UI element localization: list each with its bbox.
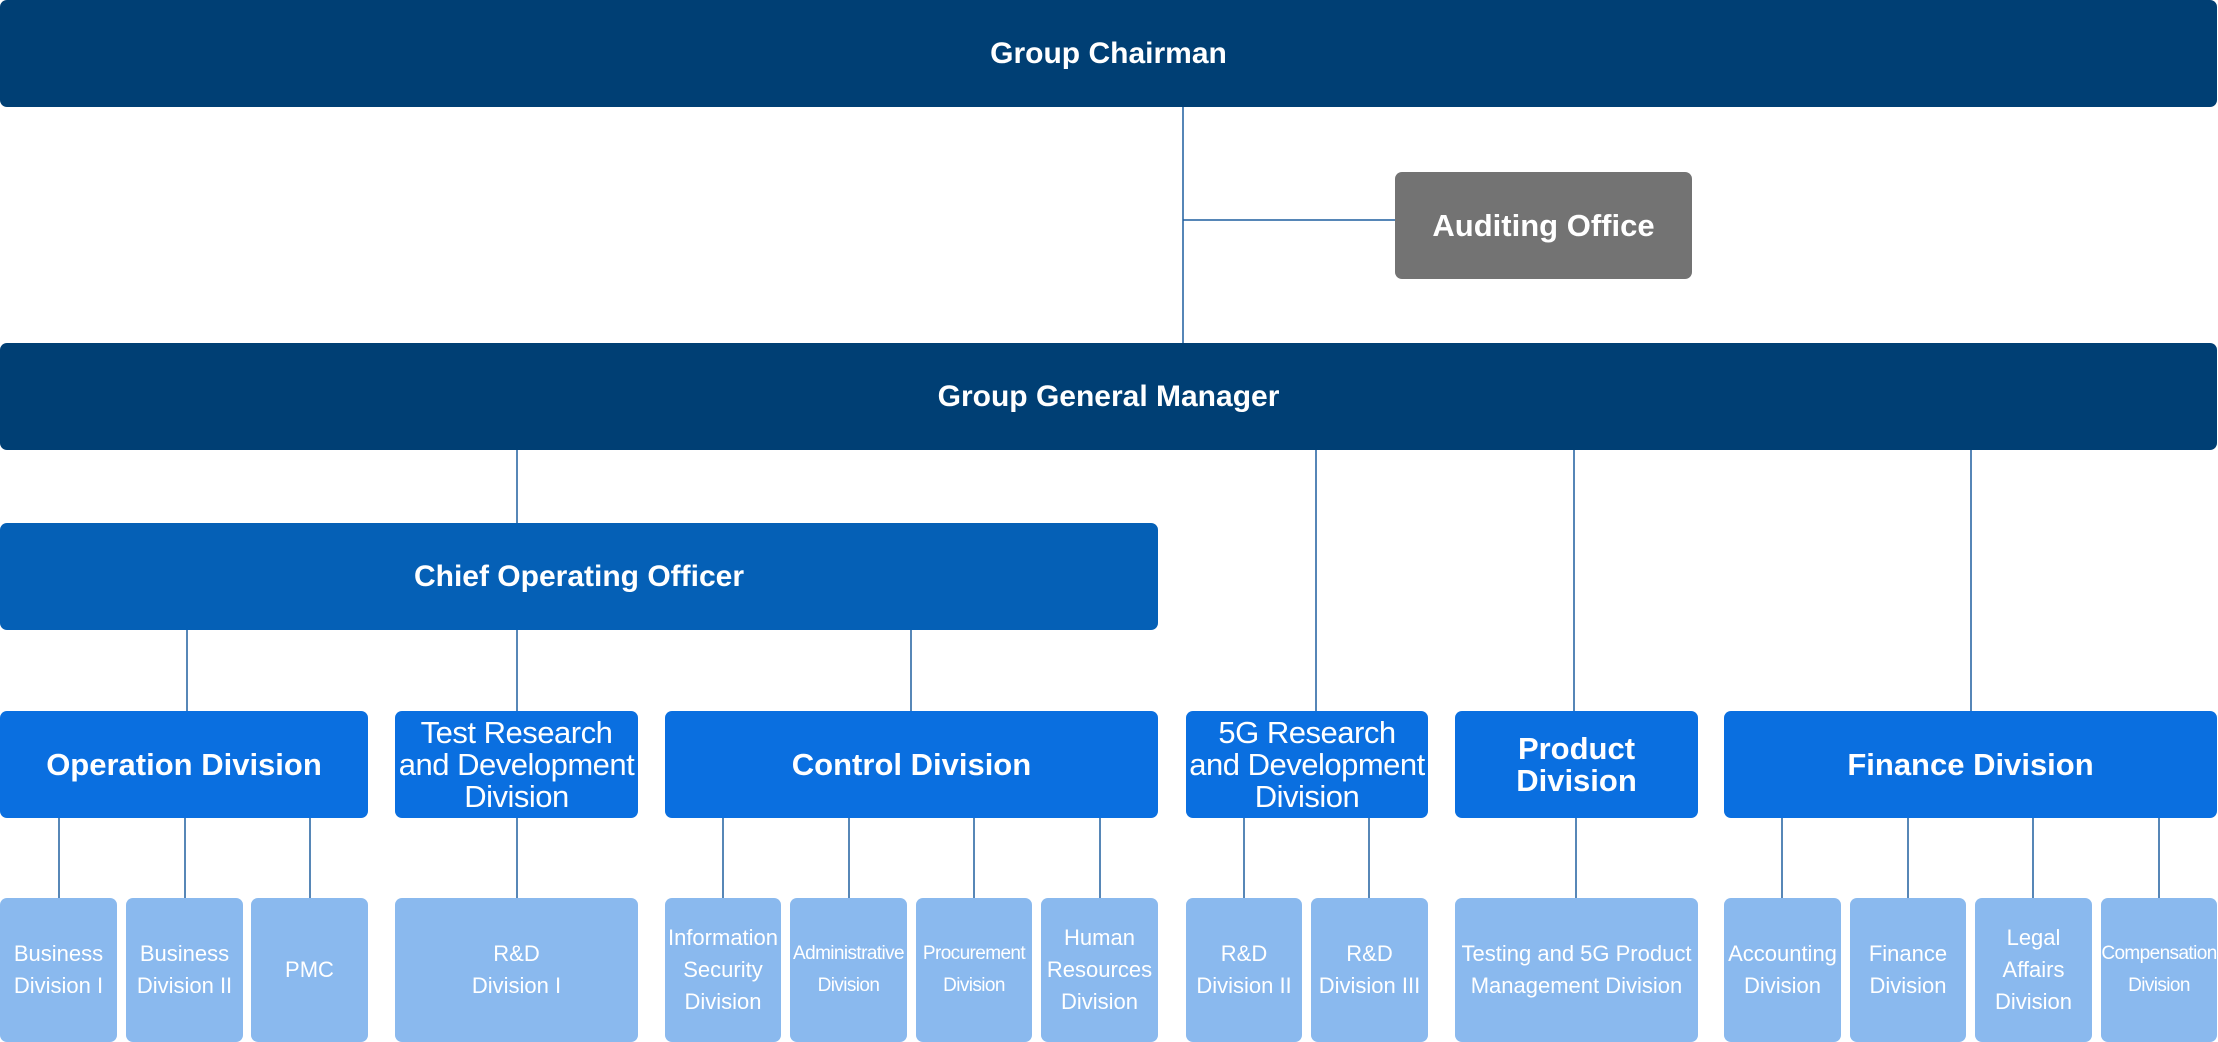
group-general-manager-box: Group General Manager [0, 343, 2217, 450]
chief-operating-officer-box: Chief Operating Officer [0, 523, 1158, 630]
control-division-label: Control Division [791, 746, 1032, 782]
human-resources-division-label: Human Resources Division [1046, 925, 1153, 1014]
auditing-office-label: Auditing Office [1432, 207, 1655, 243]
auditing-office-box: Auditing Office [1395, 172, 1692, 279]
group-general-manager-label: Group General Manager [937, 379, 1280, 413]
information-security-division-box: Information Security Division [665, 898, 781, 1042]
compensation-division-box: Compensation Division [2101, 898, 2217, 1042]
legal-affairs-division-label: Legal Affairs Division [1994, 925, 2073, 1014]
business-division-ii-box: Business Division II [126, 898, 243, 1042]
testing-5g-product-management-division-box: Testing and 5G Product Management Divisi… [1455, 898, 1698, 1042]
procurement-division-label: Procurement Division [922, 943, 1026, 996]
business-division-ii-label: Business Division II [136, 941, 233, 998]
legal-affairs-division-box: Legal Affairs Division [1975, 898, 2092, 1042]
test-rd-division-label: Test Research and Development Division [398, 714, 635, 814]
testing-5g-product-management-division-label: Testing and 5G Product Management Divisi… [1461, 941, 1692, 998]
administrative-division-label: Administrative Division [793, 943, 905, 996]
finance-unit-division-label: Finance Division [1868, 941, 1948, 998]
pmc-label: PMC [285, 957, 334, 982]
finance-division-box: Finance Division [1724, 711, 2217, 818]
accounting-division-box: Accounting Division [1724, 898, 1841, 1042]
operation-division-box: Operation Division [0, 711, 368, 818]
chief-operating-officer-label: Chief Operating Officer [413, 559, 745, 593]
rd-division-i-box: R&D Division I [395, 898, 638, 1042]
accounting-division-label: Accounting Division [1728, 941, 1837, 998]
pmc-box: PMC [251, 898, 368, 1042]
group-chairman-box: Group Chairman [0, 0, 2217, 107]
finance-division-label: Finance Division [1847, 746, 2094, 782]
5g-rd-division-box: 5G Research and Development Division [1186, 711, 1428, 818]
procurement-division-box: Procurement Division [916, 898, 1032, 1042]
product-division-box: Product Division [1455, 711, 1698, 818]
information-security-division-label: Information Security Division [667, 925, 779, 1014]
rd-division-ii-box: R&D Division II [1186, 898, 1302, 1042]
finance-unit-division-box: Finance Division [1850, 898, 1966, 1042]
group-chairman-label: Group Chairman [990, 36, 1227, 70]
rd-division-iii-label: R&D Division III [1318, 941, 1421, 998]
rd-division-iii-box: R&D Division III [1311, 898, 1428, 1042]
product-division-label: Product Division [1516, 730, 1637, 798]
control-division-box: Control Division [665, 711, 1158, 818]
operation-division-label: Operation Division [46, 746, 322, 782]
rd-division-i-label: R&D Division I [471, 941, 562, 998]
test-rd-division-box: Test Research and Development Division [395, 711, 638, 818]
rd-division-ii-label: R&D Division II [1196, 941, 1292, 998]
human-resources-division-box: Human Resources Division [1041, 898, 1158, 1042]
compensation-division-label: Compensation Division [2101, 943, 2217, 996]
business-division-i-label: Business Division I [13, 941, 104, 998]
business-division-i-box: Business Division I [0, 898, 117, 1042]
5g-rd-division-label: 5G Research and Development Division [1189, 714, 1425, 814]
administrative-division-box: Administrative Division [790, 898, 907, 1042]
